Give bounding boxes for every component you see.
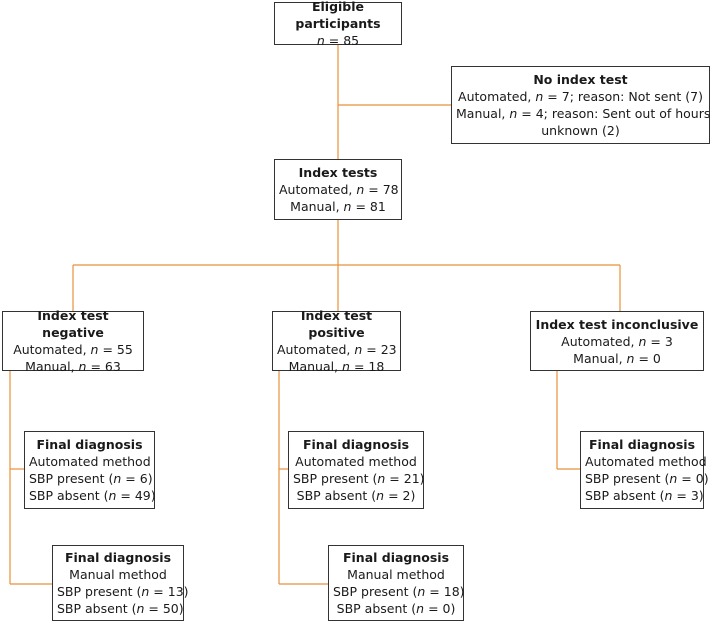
box-title: Final diagnosis [342, 550, 450, 565]
box-title: Final diagnosis [588, 437, 696, 452]
no-index-test-box: No index test Automated, n = 7; reason: … [451, 66, 715, 144]
box-title: Final diagnosis [302, 437, 410, 452]
eligible-participants-box: Eligible participants n = 85 [274, 0, 402, 48]
box-title: Eligible participants [295, 0, 381, 31]
box-title: Final diagnosis [36, 437, 143, 452]
count-value: = 85 [324, 33, 360, 48]
index-tests-box: Index tests Automated, n = 78 Manual, n … [274, 159, 402, 220]
box-title: Final diagnosis [64, 550, 172, 565]
final-diagnosis-negative-automated-box: Final diagnosis Automated method SBP pre… [24, 431, 156, 509]
index-test-inconclusive-box: Index test inconclusive Automated, n = 3… [530, 311, 704, 371]
n-symbol: n [316, 33, 325, 48]
box-title: Index test positive [300, 308, 373, 340]
final-diagnosis-negative-manual-box: Final diagnosis Manual method SBP presen… [52, 545, 189, 621]
final-diagnosis-positive-automated-box: Final diagnosis Automated method SBP pre… [288, 431, 425, 509]
final-diagnosis-inconclusive-automated-box: Final diagnosis Automated method SBP pre… [580, 431, 709, 509]
box-title: Index test inconclusive [535, 316, 699, 332]
box-title: Index test negative [37, 308, 109, 340]
index-test-positive-box: Index test positive Automated, n = 23 Ma… [272, 308, 401, 374]
box-title: No index test [533, 72, 628, 87]
index-test-negative-box: Index test negative Automated, n = 55 Ma… [2, 308, 144, 374]
final-diagnosis-positive-manual-box: Final diagnosis Manual method SBP presen… [328, 545, 465, 621]
box-title: Index tests [298, 165, 378, 180]
